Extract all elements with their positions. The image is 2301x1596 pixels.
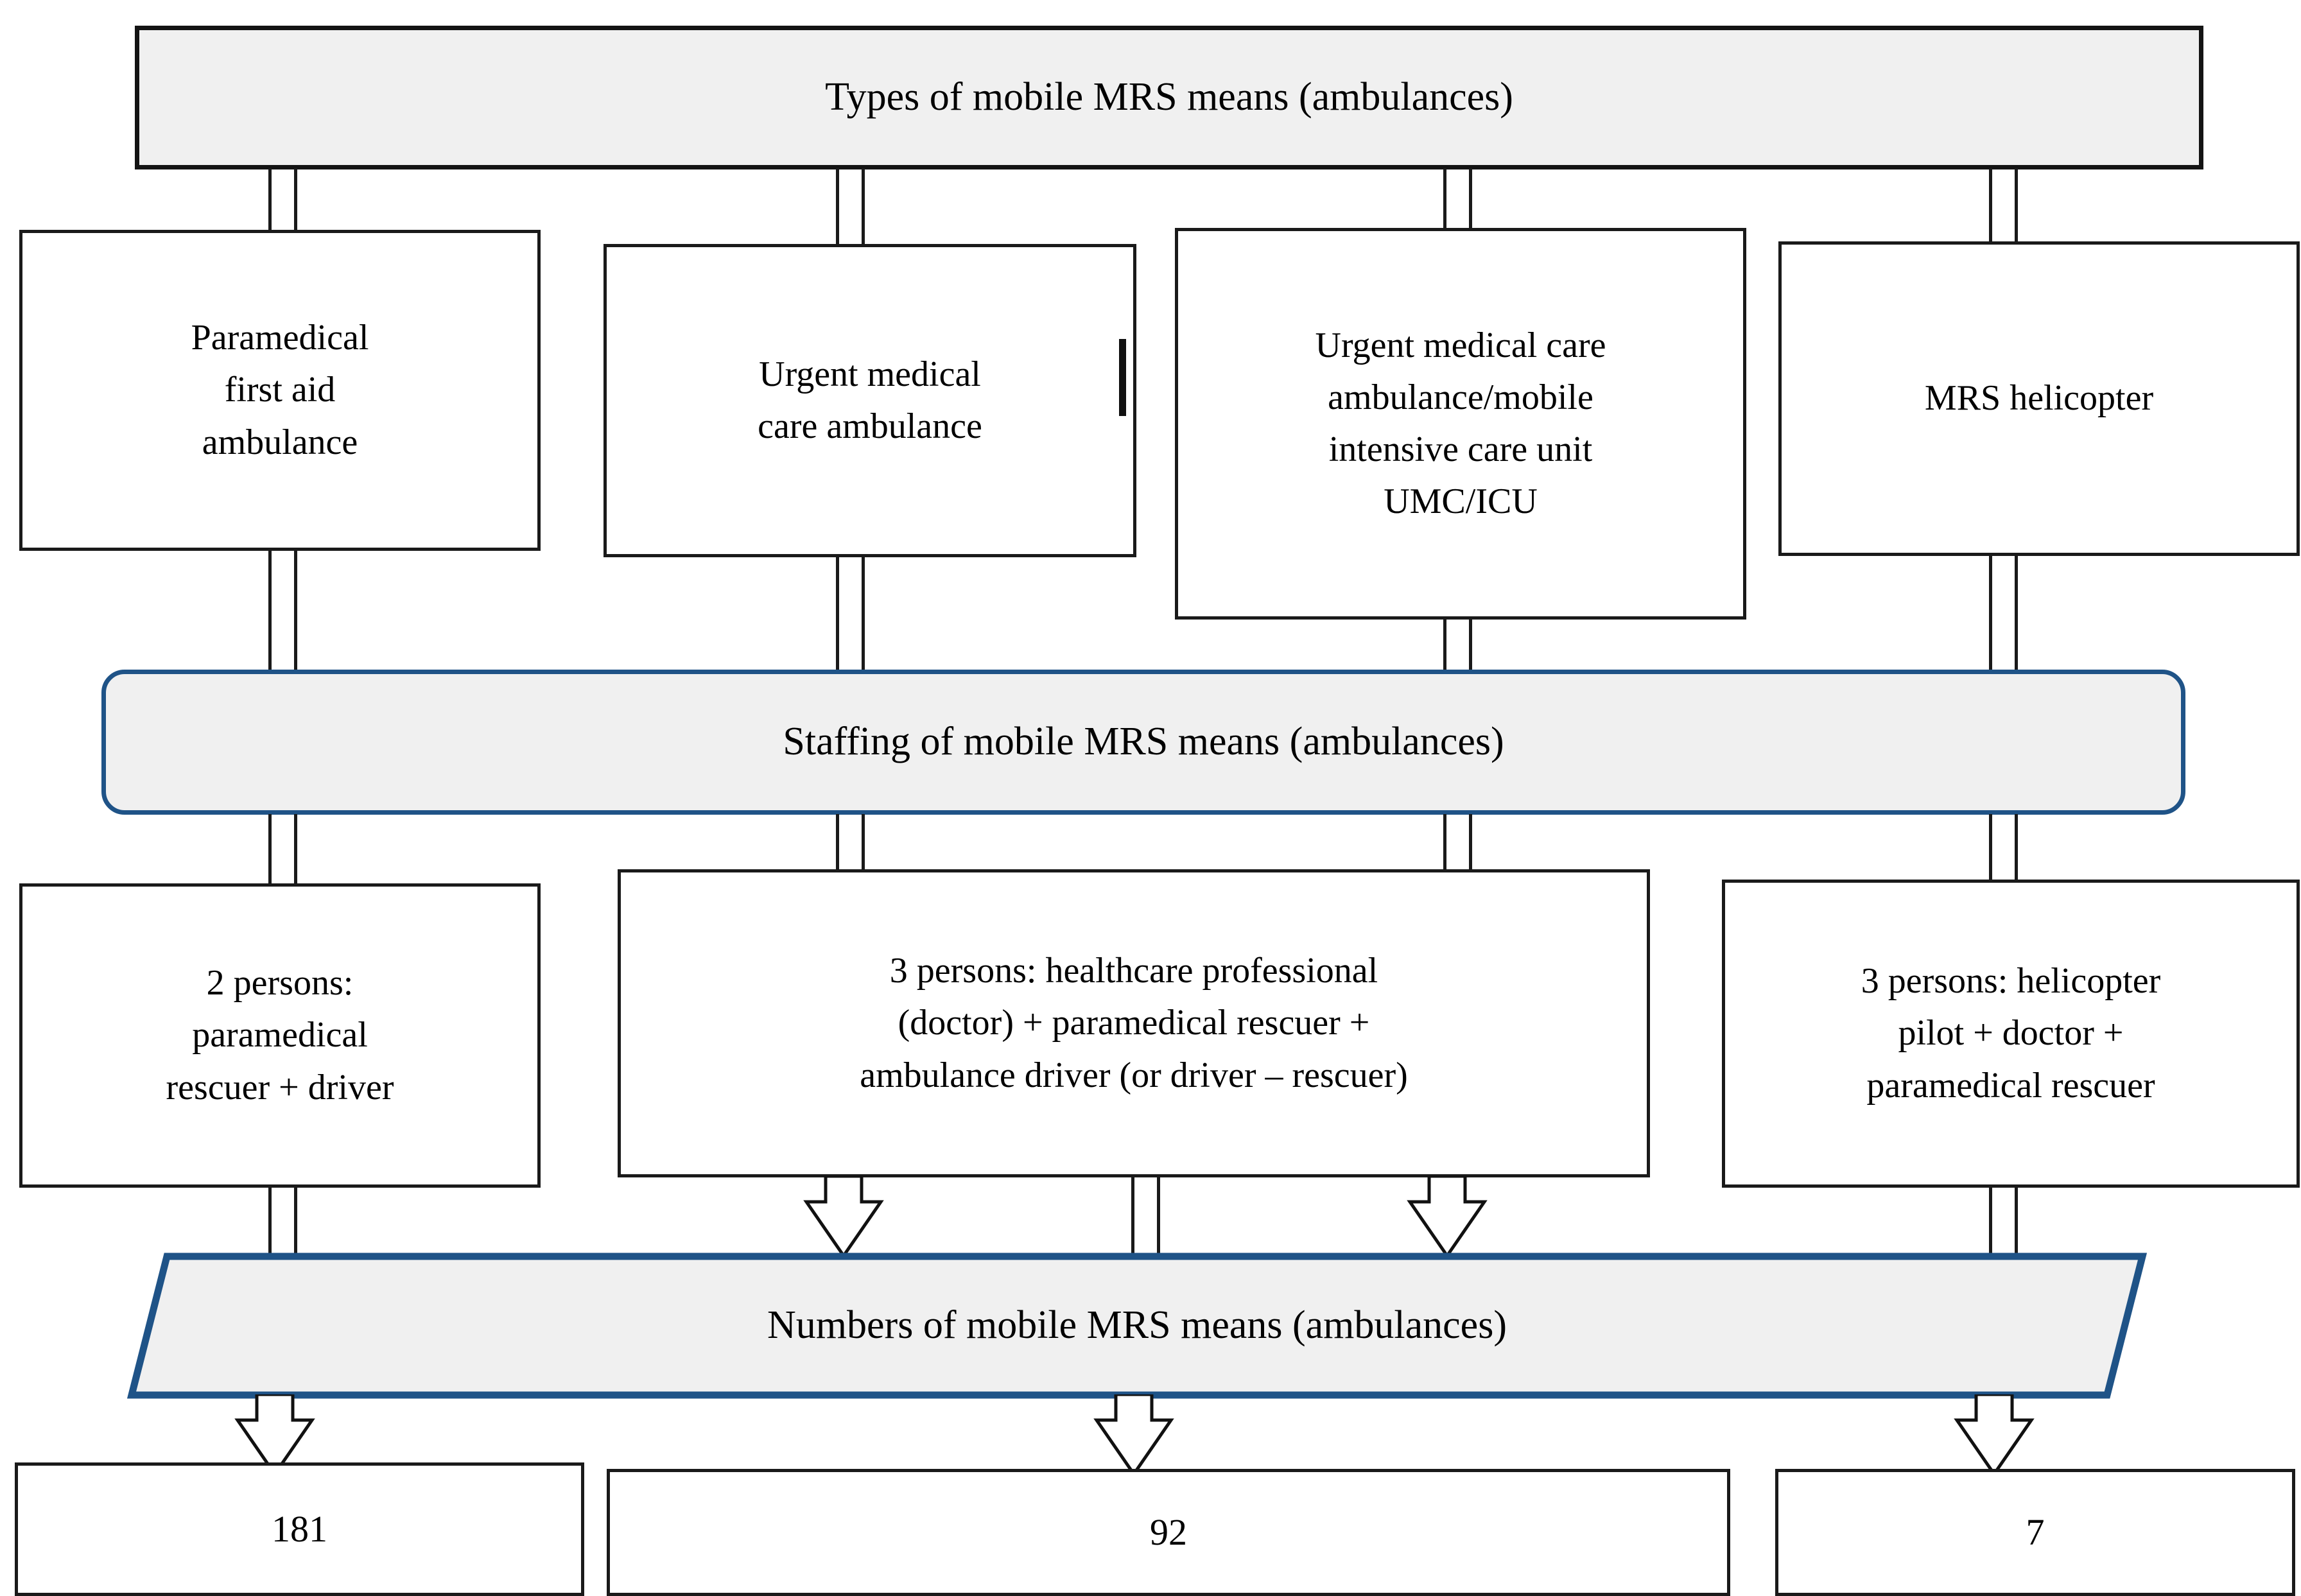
connector-crew-3-to-numbers bbox=[1989, 1186, 2018, 1256]
block-arrow-count-2 bbox=[1093, 1394, 1174, 1477]
connector-staffing-to-crew-2b bbox=[1443, 814, 1472, 872]
numbers-banner: Numbers of mobile MRS means (ambulances) bbox=[127, 1252, 2147, 1400]
block-arrow-count-3 bbox=[1954, 1394, 2035, 1477]
crew-box-1-line-1: 2 persons: bbox=[206, 963, 354, 1003]
connector-title-to-type-3 bbox=[1443, 168, 1472, 230]
crew-box-3-line-2: pilot + doctor + bbox=[1898, 1013, 2124, 1054]
crew-box-1-line-3: rescuer + driver bbox=[166, 1067, 394, 1107]
crew-box-3-persons-doctor: 3 persons: healthcare professional (doct… bbox=[618, 869, 1650, 1177]
count-value-2: 92 bbox=[1150, 1511, 1187, 1553]
connector-staffing-to-crew-2 bbox=[836, 814, 865, 872]
numbers-banner-label: Numbers of mobile MRS means (ambulances) bbox=[767, 1303, 1507, 1348]
crew-box-3-line-3: paramedical rescuer bbox=[1866, 1065, 2155, 1106]
crew-box-2-line-2: (doctor) + paramedical rescuer + bbox=[898, 1003, 1370, 1043]
title-banner: Types of mobile MRS means (ambulances) bbox=[135, 26, 2203, 169]
connector-staffing-to-crew-3 bbox=[1989, 814, 2018, 881]
type-box-4-line-1: MRS helicopter bbox=[1924, 378, 2154, 419]
count-box-92: 92 bbox=[607, 1469, 1730, 1596]
connector-title-to-type-1 bbox=[268, 168, 297, 232]
connector-type-3-to-staffing bbox=[1443, 618, 1472, 672]
block-arrow-crew-2-left bbox=[803, 1176, 884, 1258]
type-box-1-line-1: Paramedical bbox=[191, 318, 369, 358]
crew-box-3-persons-helicopter: 3 persons: helicopter pilot + doctor + p… bbox=[1722, 880, 2300, 1188]
connector-type-1-to-staffing bbox=[268, 550, 297, 672]
crew-box-2-line-3: ambulance driver (or driver – rescuer) bbox=[860, 1055, 1408, 1095]
connector-title-to-type-4 bbox=[1989, 168, 2018, 241]
type-box-3-line-2: ambulance/mobile bbox=[1328, 377, 1593, 417]
block-arrow-crew-2-right bbox=[1407, 1176, 1488, 1258]
block-arrow-count-1 bbox=[234, 1394, 315, 1477]
type-box-umc-icu: Urgent medical care ambulance/mobile int… bbox=[1175, 228, 1746, 620]
type-box-3-line-4: UMC/ICU bbox=[1384, 481, 1538, 522]
type-box-2-line-1: Urgent medical bbox=[759, 354, 981, 394]
count-box-7: 7 bbox=[1775, 1469, 2295, 1596]
connector-title-to-type-2 bbox=[836, 168, 865, 247]
connector-crew-1-to-numbers bbox=[268, 1186, 297, 1256]
type-box-mrs-helicopter: MRS helicopter bbox=[1778, 241, 2300, 556]
title-banner-label: Types of mobile MRS means (ambulances) bbox=[825, 75, 1513, 119]
count-box-181: 181 bbox=[15, 1462, 584, 1596]
crew-box-2-line-1: 3 persons: healthcare professional bbox=[889, 951, 1378, 991]
count-value-1: 181 bbox=[272, 1507, 327, 1550]
staffing-banner-label: Staffing of mobile MRS means (ambulances… bbox=[783, 720, 1504, 764]
type-box-urgent-medical-care-ambulance: Urgent medical care ambulance bbox=[603, 244, 1136, 557]
type-box-1-line-3: ambulance bbox=[202, 422, 358, 462]
type-box-2-line-2: care ambulance bbox=[758, 406, 982, 446]
edge-tick-mark bbox=[1119, 339, 1126, 416]
staffing-banner: Staffing of mobile MRS means (ambulances… bbox=[101, 670, 2185, 815]
connector-staffing-to-crew-1 bbox=[268, 814, 297, 886]
crew-box-2-persons: 2 persons: paramedical rescuer + driver bbox=[19, 883, 541, 1188]
crew-box-3-line-1: 3 persons: helicopter bbox=[1861, 961, 2161, 1002]
connector-type-2-to-staffing bbox=[836, 556, 865, 672]
type-box-1-line-2: first aid bbox=[224, 370, 336, 410]
count-value-3: 7 bbox=[2026, 1511, 2045, 1553]
connector-type-4-to-staffing bbox=[1989, 555, 2018, 672]
type-box-3-line-1: Urgent medical care bbox=[1315, 325, 1606, 365]
connector-crew-2-middle-to-numbers bbox=[1131, 1176, 1160, 1256]
type-box-3-line-3: intensive care unit bbox=[1328, 429, 1593, 469]
type-box-paramedical-first-aid-ambulance: Paramedical first aid ambulance bbox=[19, 230, 541, 551]
crew-box-1-line-2: paramedical bbox=[192, 1015, 368, 1055]
